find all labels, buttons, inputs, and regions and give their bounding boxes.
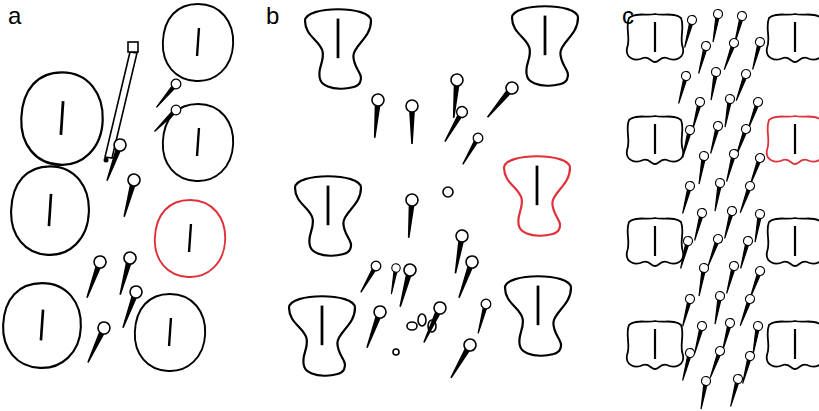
trichome	[81, 254, 107, 299]
trichome	[678, 293, 695, 327]
trichome	[751, 209, 766, 243]
trichome	[722, 148, 739, 182]
trichome	[449, 229, 468, 274]
trichome	[369, 93, 385, 138]
trichome	[419, 300, 448, 345]
stoma	[627, 218, 684, 266]
stoma	[767, 218, 819, 266]
trichome	[387, 263, 401, 295]
trichome-base	[128, 42, 138, 52]
cell-dot	[407, 322, 417, 330]
stoma	[135, 294, 205, 371]
trichome	[711, 178, 726, 212]
trichome	[721, 94, 736, 128]
stoma	[289, 296, 355, 375]
stoma	[767, 14, 819, 62]
trichome	[690, 207, 707, 241]
stoma	[505, 276, 571, 355]
stoma	[767, 321, 819, 369]
cell-dot	[393, 349, 399, 355]
trichome	[678, 347, 695, 381]
highlighted-stoma	[504, 156, 570, 235]
trichome	[406, 100, 418, 144]
trichome	[446, 337, 478, 381]
stoma	[627, 321, 684, 369]
trichome	[361, 304, 387, 349]
panel-letter: b	[266, 4, 279, 28]
trichome	[459, 131, 485, 166]
trichome	[706, 345, 726, 379]
cell-dot	[443, 187, 453, 197]
trichome	[748, 36, 765, 70]
trichome	[732, 68, 752, 102]
trichome	[83, 320, 112, 365]
trichome	[676, 235, 693, 269]
trichome	[453, 254, 479, 299]
stoma	[512, 6, 578, 85]
stoma	[305, 9, 371, 88]
trichome	[711, 291, 726, 325]
trichome	[706, 120, 723, 154]
panel-b	[289, 6, 578, 381]
trichome	[680, 14, 697, 48]
trichome	[697, 376, 712, 410]
trichome	[118, 173, 141, 219]
highlighted-stoma	[155, 200, 225, 277]
trichome	[709, 9, 724, 43]
stoma	[163, 4, 233, 81]
trichome	[151, 103, 183, 135]
trichome	[117, 284, 143, 329]
trichome	[678, 124, 695, 158]
trichome	[749, 321, 764, 355]
trichome	[707, 67, 722, 101]
stoma	[295, 176, 361, 255]
trichome	[695, 151, 710, 185]
trichome	[403, 193, 419, 238]
trichome	[704, 233, 724, 267]
trichome	[674, 70, 691, 104]
panel-letter: a	[8, 4, 21, 28]
trichome	[101, 137, 127, 182]
cell-dot	[418, 314, 426, 326]
trichome	[720, 37, 740, 71]
trichome-tip	[104, 158, 109, 163]
panel-letter: c	[622, 4, 634, 28]
panel-c	[627, 9, 819, 410]
stoma	[21, 72, 103, 164]
trichome	[678, 180, 695, 214]
trichome	[736, 293, 756, 327]
trichome	[440, 105, 469, 145]
trichome	[720, 205, 737, 239]
highlighted-stoma	[767, 116, 819, 164]
trichome	[473, 298, 491, 334]
panel-a	[3, 4, 233, 371]
trichome	[695, 263, 710, 297]
trichome	[736, 180, 756, 214]
trichome	[357, 259, 383, 294]
trichome	[722, 260, 739, 294]
stoma	[627, 116, 684, 164]
trichome	[726, 373, 743, 407]
stoma	[627, 14, 684, 62]
stoma	[11, 166, 89, 255]
stoma	[3, 283, 81, 368]
cell-dot	[428, 320, 436, 332]
trichome	[694, 40, 711, 74]
trichome	[483, 80, 520, 121]
